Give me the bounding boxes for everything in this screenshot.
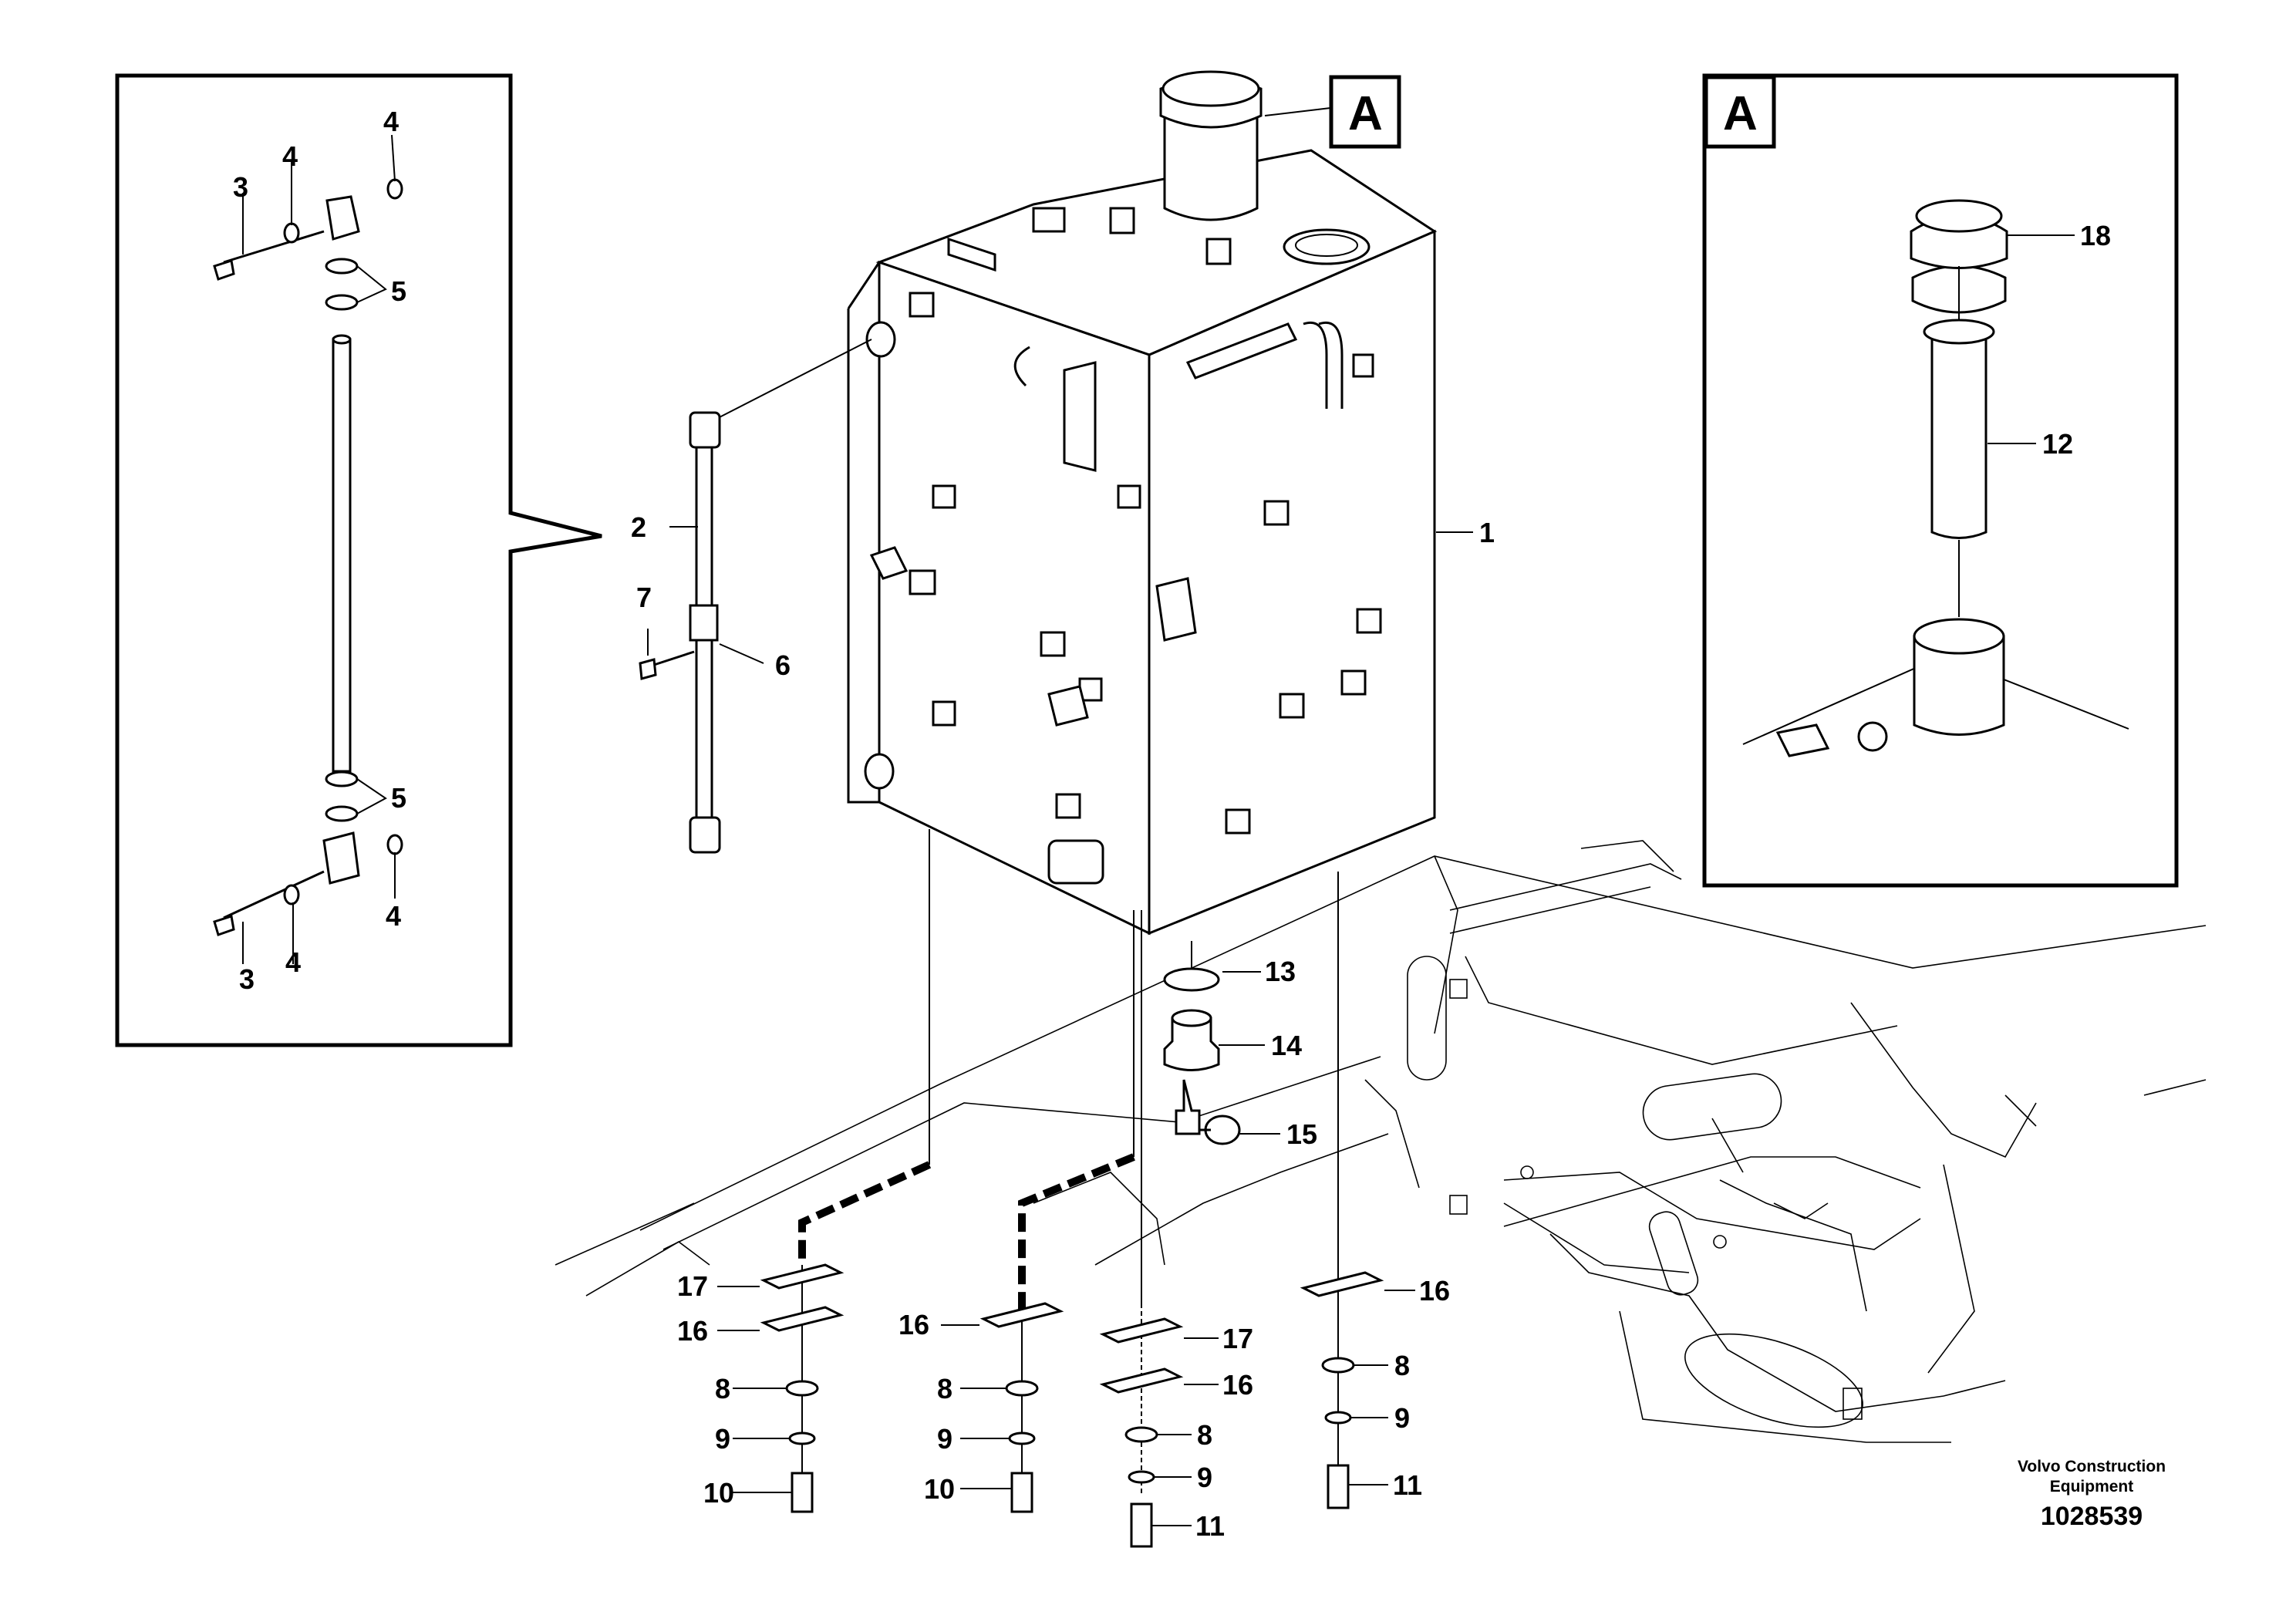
- callout-3-bottom: 3: [239, 963, 255, 995]
- callout-14: 14: [1271, 1030, 1302, 1061]
- callout-17-stack1: 17: [677, 1270, 708, 1302]
- callout-2: 2: [631, 511, 646, 543]
- callout-4-bottom-left: 4: [285, 946, 301, 978]
- callout-5-bottom: 5: [391, 782, 406, 814]
- callout-9-stack3: 9: [1197, 1462, 1212, 1493]
- detail-box-gauge: [115, 73, 602, 1047]
- callout-9-stack1: 9: [715, 1423, 730, 1455]
- callout-8-stack1: 8: [715, 1373, 730, 1404]
- callout-4-bottom-right: 4: [386, 900, 401, 932]
- callout-3-top: 3: [233, 171, 248, 203]
- callout-9-stack4: 9: [1394, 1402, 1410, 1434]
- callout-18: 18: [2080, 220, 2111, 251]
- callout-15: 15: [1286, 1118, 1317, 1150]
- callout-leaders: [647, 526, 1473, 1526]
- callout-4-top-a: 4: [282, 140, 298, 172]
- callout-6: 6: [775, 649, 791, 681]
- mounting-hardware: [760, 1263, 1384, 1548]
- view-marker-a: [1264, 75, 1401, 149]
- callout-16-stack3: 16: [1222, 1369, 1253, 1401]
- callout-11-stack3: 11: [1195, 1510, 1225, 1542]
- callout-5-top: 5: [391, 275, 406, 307]
- callout-9-stack2: 9: [937, 1423, 952, 1455]
- drain-fittings: [1163, 967, 1241, 1145]
- callout-16-stack4: 16: [1419, 1275, 1450, 1307]
- callout-11-stack4: 11: [1393, 1469, 1422, 1501]
- callout-7: 7: [636, 582, 652, 613]
- doc-number: 1028539: [2041, 1502, 2143, 1531]
- callout-4-top-b: 4: [383, 106, 399, 137]
- chassis-frame: [555, 840, 2207, 1443]
- hydraulic-tank: [847, 70, 1438, 936]
- callout-1: 1: [1479, 517, 1495, 548]
- callout-16-stack1: 16: [677, 1315, 708, 1347]
- callout-16-stack2: 16: [899, 1309, 929, 1340]
- callout-13: 13: [1265, 956, 1296, 987]
- callout-8-stack4: 8: [1394, 1350, 1410, 1381]
- detail-box-a: [1702, 73, 2179, 888]
- view-marker-a-label: A: [1348, 87, 1383, 140]
- level-gauge-assembly: [639, 339, 872, 854]
- mount-guide-lines: [798, 829, 1339, 1496]
- callout-10-stack1: 10: [703, 1477, 734, 1509]
- callout-8-stack2: 8: [937, 1373, 952, 1404]
- callout-8-stack3: 8: [1197, 1419, 1212, 1451]
- maker-line-2: Equipment: [2050, 1478, 2134, 1496]
- maker-line-1: Volvo Construction: [2018, 1458, 2166, 1475]
- detail-a-label: A: [1723, 87, 1758, 140]
- callout-12: 12: [2042, 428, 2073, 460]
- callout-17-stack3: 17: [1222, 1323, 1253, 1354]
- callout-10-stack2: 10: [924, 1473, 955, 1505]
